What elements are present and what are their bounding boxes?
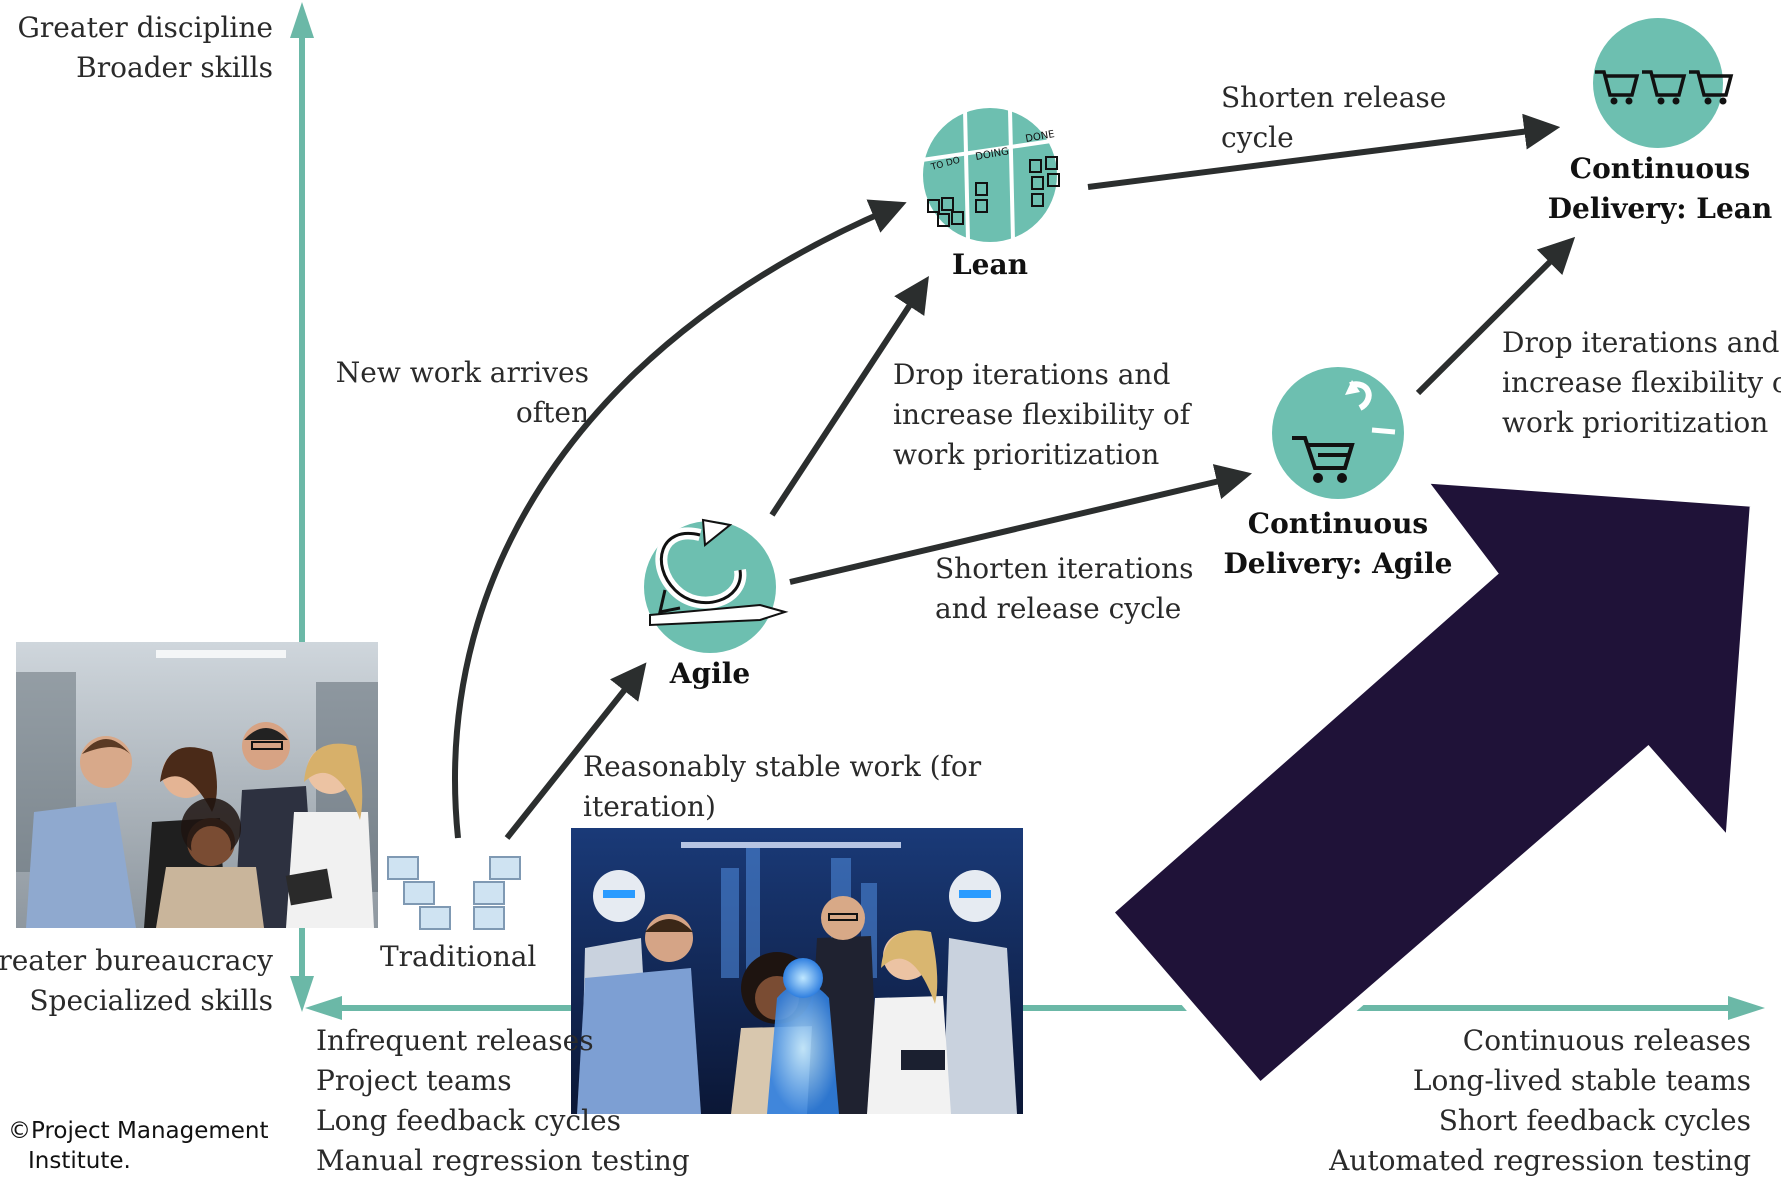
cd-lean-label-line-2: Delivery: Lean <box>1547 192 1773 225</box>
new-work-label-line-2: often <box>515 396 589 429</box>
lean-kanban-icon: TO DO DOING DONE <box>921 108 1060 242</box>
x-axis-right-line-2: Long-lived stable teams <box>1412 1064 1751 1097</box>
stable-work-label-line-1: Reasonably stable work (for <box>583 750 982 783</box>
cd-lean-carts-icon <box>1593 18 1734 148</box>
x-axis-right-line-3: Short feedback cycles <box>1438 1104 1751 1137</box>
new-work-label-line-1: New work arrives <box>335 356 589 389</box>
x-axis-left-line-1: Infrequent releases <box>316 1024 594 1057</box>
big-overlay-arrow <box>1100 472 1761 1096</box>
x-axis-left-line-3: Long feedback cycles <box>316 1104 621 1137</box>
copyright-credit-line-2: Institute. <box>28 1148 131 1174</box>
cd-agile-label-line-2: Delivery: Agile <box>1223 547 1453 580</box>
drop-iterations-center-line-2: increase flexibility of <box>893 398 1191 431</box>
x-axis-right-line-4: Automated regression testing <box>1329 1144 1751 1177</box>
drop-iterations-center-line-3: work prioritization <box>893 438 1160 471</box>
traditional-label: Traditional <box>380 940 537 973</box>
shorten-release-label-line-2: cycle <box>1221 121 1294 154</box>
shorten-release-label-line-1: Shorten release <box>1221 81 1447 114</box>
y-axis-bottom-line-1: Greater bureaucracy <box>0 944 273 977</box>
horizontal-axis <box>305 996 1765 1020</box>
shorten-iterations-label-line-2: and release cycle <box>935 592 1182 625</box>
y-axis-top-line-1: Greater discipline <box>17 11 273 44</box>
arrow-lean-to-cd-lean <box>1087 113 1561 190</box>
team-photo <box>16 642 378 928</box>
arrow-agile-to-cd-agile <box>789 464 1253 585</box>
arrow-cd-agile-to-cd-lean <box>1415 236 1576 396</box>
stable-work-label-line-2: iteration) <box>583 790 716 823</box>
lean-label: Lean <box>951 248 1028 281</box>
ai-team-photo <box>571 828 1023 1114</box>
x-axis-left-line-4: Manual regression testing <box>316 1144 690 1177</box>
arrow-traditional-to-lean <box>452 199 907 839</box>
drop-iterations-right-line-1: Drop iterations and <box>1502 326 1780 359</box>
shorten-iterations-label-line-1: Shorten iterations <box>935 552 1194 585</box>
agile-label: Agile <box>669 657 751 690</box>
y-axis-bottom-line-2: Specialized skills <box>29 984 273 1017</box>
x-axis-left-line-2: Project teams <box>316 1064 512 1097</box>
arrow-agile-to-lean <box>769 275 929 517</box>
arrow-traditional-to-agile <box>504 662 647 840</box>
agile-icon <box>644 518 789 653</box>
x-axis-right-line-1: Continuous releases <box>1462 1024 1751 1057</box>
cd-agile-label-line-1: Continuous <box>1247 507 1429 540</box>
drop-iterations-center-line-1: Drop iterations and <box>893 358 1171 391</box>
kanban-done-label: DONE <box>1025 129 1056 145</box>
waterfall-icon <box>387 856 521 930</box>
drop-iterations-right-line-2: increase flexibility of <box>1502 366 1781 399</box>
drop-iterations-right-line-3: work prioritization <box>1502 406 1769 439</box>
cd-agile-cart-icon <box>1272 367 1404 499</box>
y-axis-top-line-2: Broader skills <box>76 51 273 84</box>
cd-lean-label-line-1: Continuous <box>1569 152 1751 185</box>
copyright-credit-line-1: ©Project Management <box>8 1118 269 1144</box>
